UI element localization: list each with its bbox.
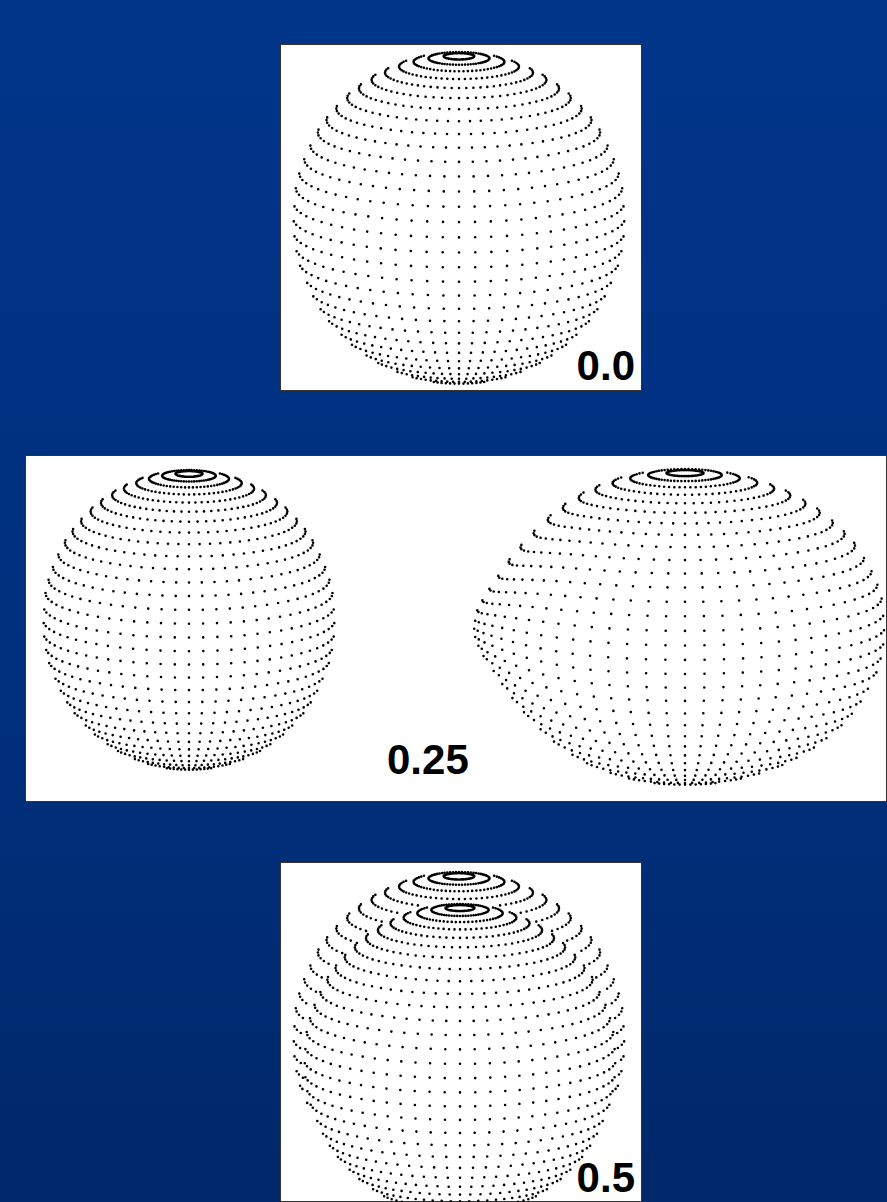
phase-label: 0.0 — [577, 345, 635, 387]
phase-panel: 0.25 — [25, 455, 887, 802]
phase-label: 0.5 — [577, 1157, 635, 1199]
phase-panel: 0.0 — [280, 44, 642, 391]
phase-panel: 0.5 — [280, 862, 642, 1202]
phase-label: 0.25 — [387, 739, 469, 781]
surface-grid-dots — [44, 52, 884, 1202]
